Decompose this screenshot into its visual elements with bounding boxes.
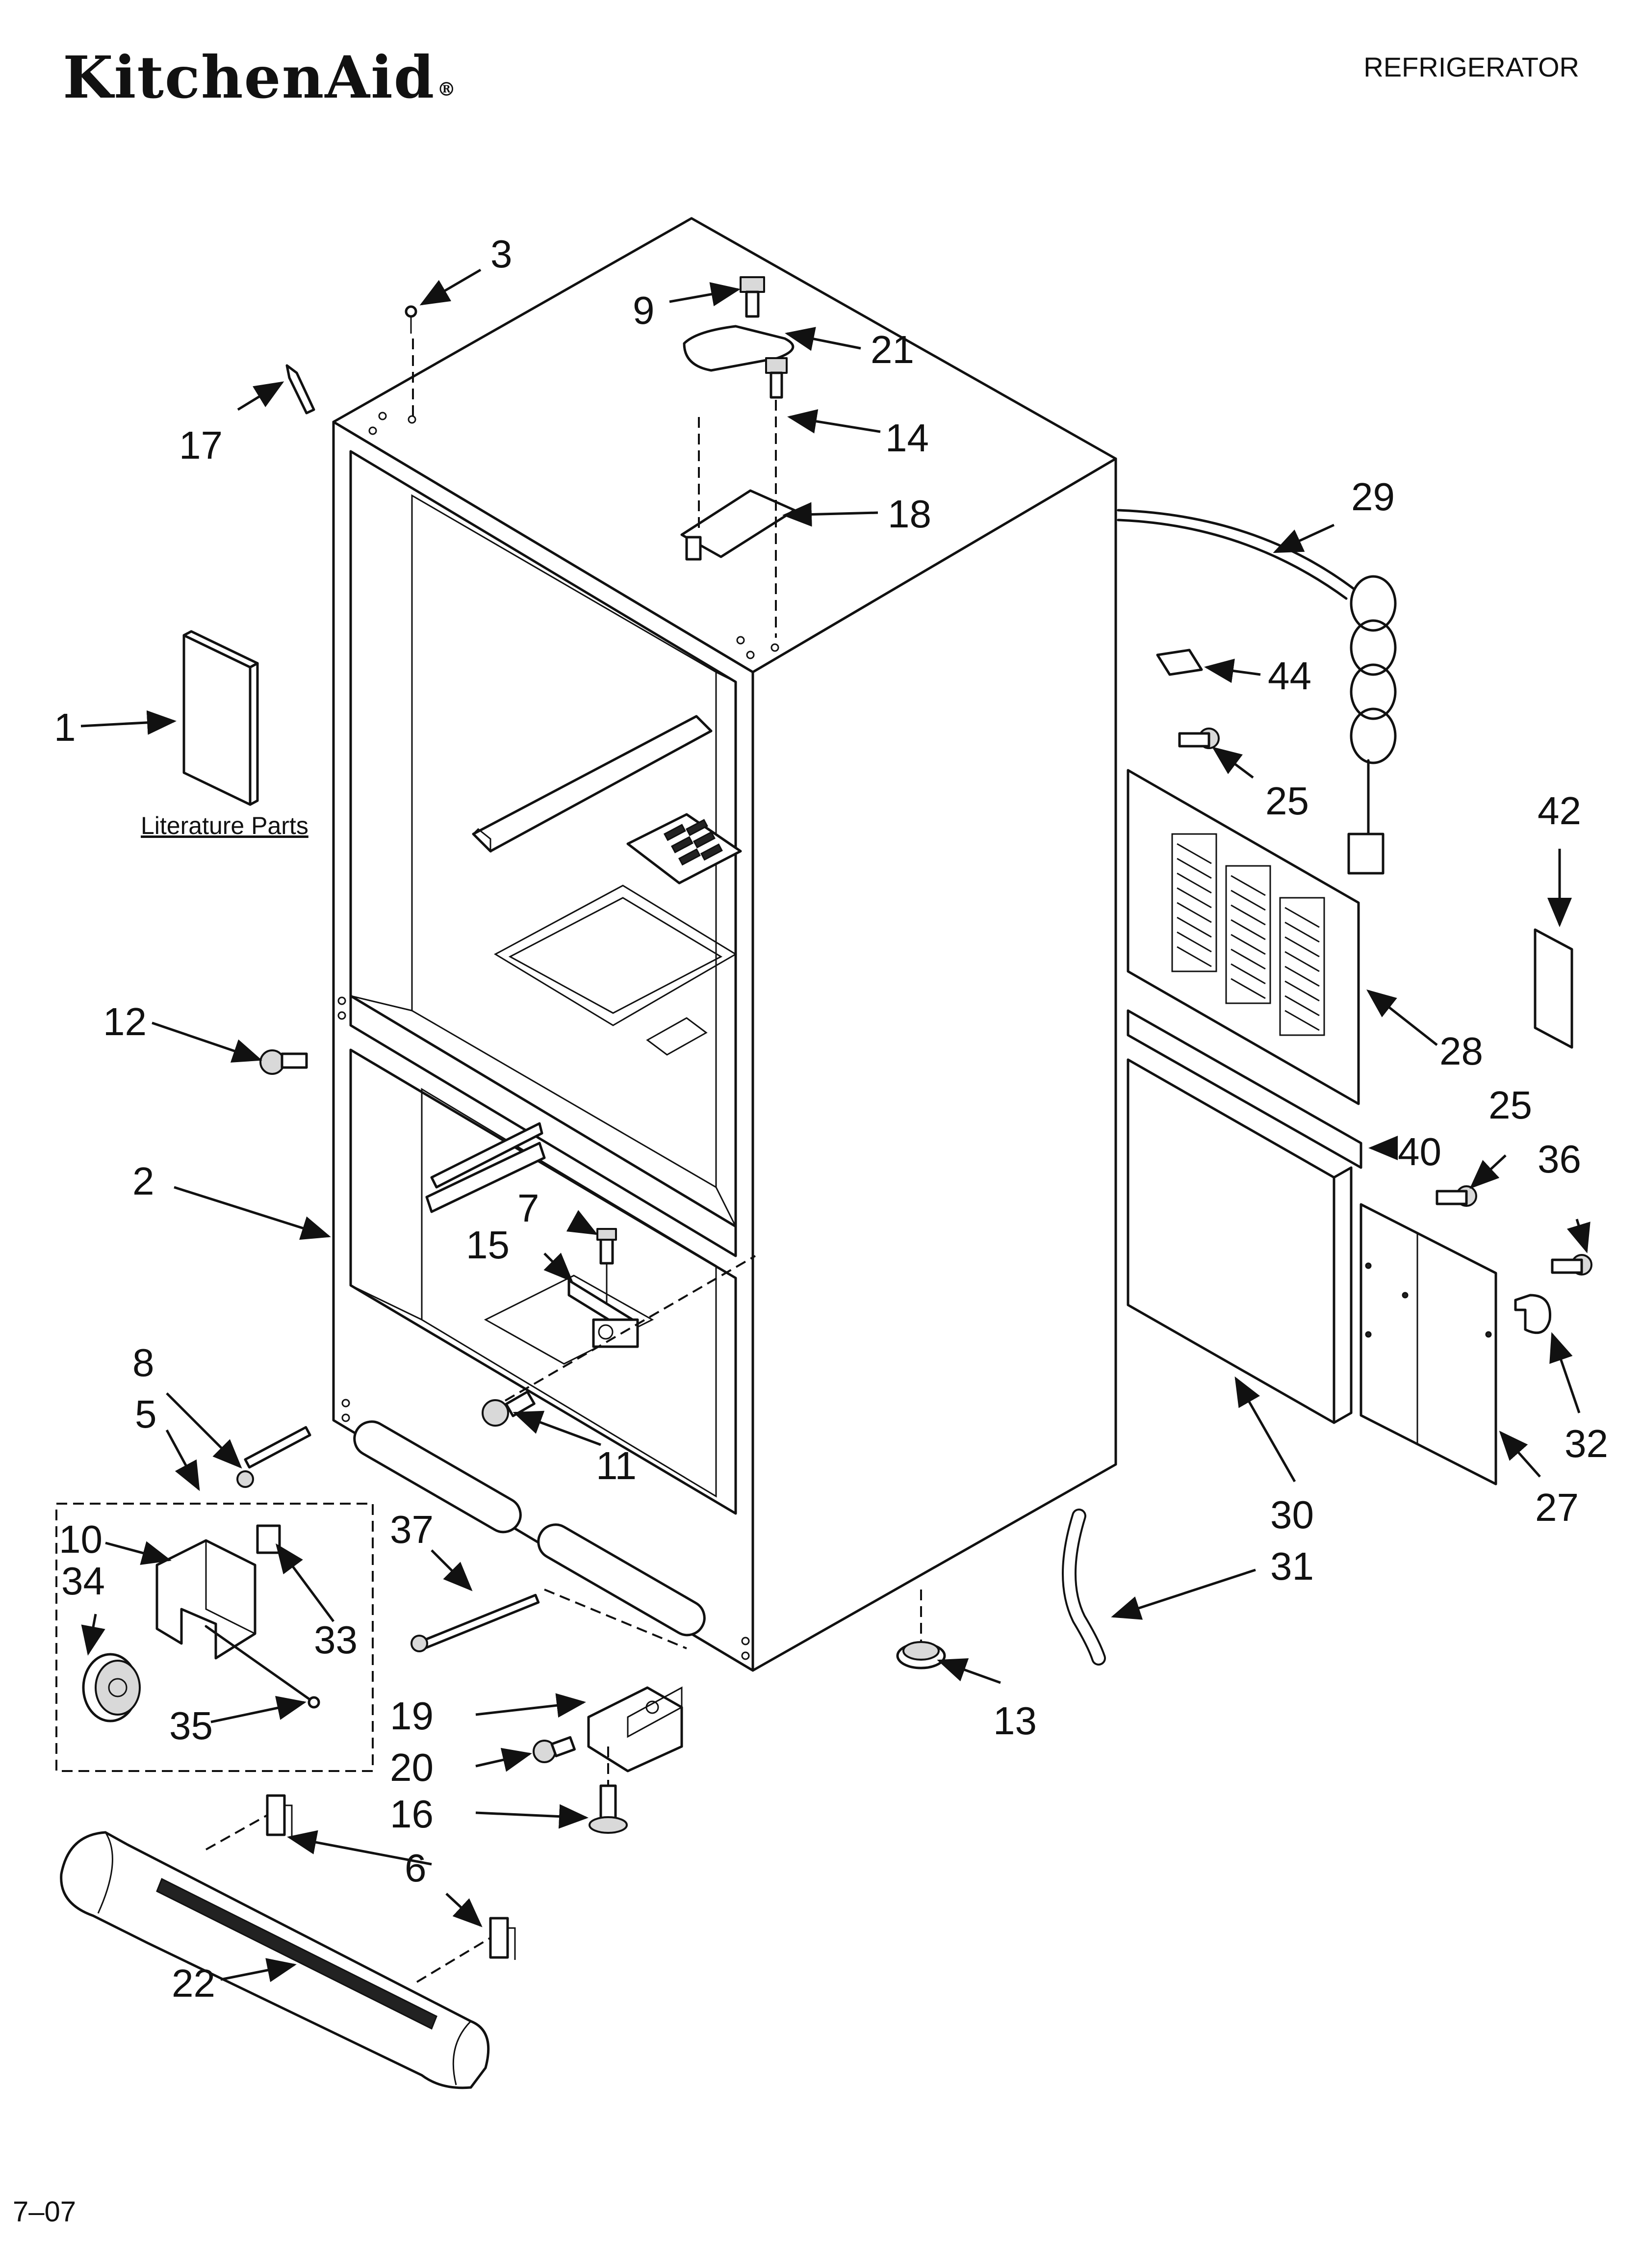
callout-25a: 25 [1265, 779, 1309, 823]
callout-36: 36 [1538, 1137, 1581, 1181]
screw-12 [259, 1049, 308, 1075]
leveling-leg-16 [589, 1747, 628, 1834]
callout-28: 28 [1439, 1029, 1483, 1073]
brand-logo: KitchenAid® [63, 43, 457, 111]
callout-19: 19 [390, 1694, 434, 1738]
label-44 [1156, 649, 1203, 676]
callout-11: 11 [596, 1444, 637, 1487]
date-code: 7–07 [13, 2196, 77, 2228]
callout-1: 1 [54, 705, 76, 749]
bolt-37 [410, 1593, 540, 1652]
callout-labels: 1 2 3 5 6 7 8 9 10 11 12 13 14 15 16 17 … [54, 232, 1608, 2005]
callout-2: 2 [132, 1159, 154, 1203]
screw-11 [482, 1390, 536, 1427]
screw-25b [1436, 1185, 1477, 1207]
callout-40: 40 [1398, 1130, 1441, 1173]
callout-15: 15 [466, 1223, 510, 1267]
literature-parts-booklet [182, 630, 259, 806]
callout-6: 6 [405, 1846, 427, 1890]
callout-18: 18 [888, 492, 931, 536]
power-cord-29 [1117, 509, 1397, 875]
literature-parts-caption: Literature Parts [141, 812, 308, 839]
callout-32: 32 [1565, 1422, 1608, 1465]
callout-29: 29 [1351, 475, 1395, 519]
callout-16: 16 [390, 1792, 434, 1836]
refrigerator-cabinet [332, 217, 1117, 1672]
section-title: REFRIGERATOR [1363, 52, 1579, 82]
leveling-bracket-19 [587, 1686, 683, 1773]
bracket-15 [567, 1279, 639, 1348]
screw-9 [740, 276, 765, 318]
callout-13: 13 [993, 1699, 1037, 1743]
bolt-8 [236, 1426, 311, 1488]
callout-10: 10 [59, 1517, 103, 1561]
callout-25b: 25 [1488, 1083, 1532, 1127]
rear-access-cover-28 [1127, 769, 1360, 1105]
callout-30: 30 [1270, 1493, 1314, 1537]
callout-12: 12 [103, 1000, 147, 1043]
callout-37: 37 [390, 1508, 434, 1551]
grille-clip-6b [489, 1917, 516, 1960]
callout-27: 27 [1535, 1486, 1579, 1529]
callout-34: 34 [61, 1559, 105, 1603]
screw-14 [765, 357, 788, 399]
callout-20: 20 [390, 1746, 434, 1789]
leader-arrows [80, 268, 1591, 1982]
bracket-42 [1534, 928, 1573, 1049]
callout-8: 8 [132, 1341, 154, 1384]
callout-14: 14 [885, 416, 929, 460]
roller-wheel-34 [82, 1653, 141, 1722]
screw-20 [533, 1736, 576, 1763]
callout-44: 44 [1268, 654, 1311, 698]
rear-panel-27 [1360, 1203, 1497, 1486]
insulation-panel-30 [1127, 1058, 1353, 1424]
callout-3: 3 [490, 232, 513, 276]
brand-name: KitchenAid [63, 43, 436, 111]
screw-36 [1551, 1254, 1592, 1276]
cable-clamp-32 [1514, 1294, 1551, 1334]
foot-pad-13 [896, 1590, 946, 1669]
screw-25a [1178, 728, 1220, 749]
callout-35: 35 [169, 1704, 213, 1747]
callout-22: 22 [172, 1961, 215, 2005]
callout-21: 21 [871, 328, 914, 371]
callout-31: 31 [1270, 1544, 1314, 1588]
screw-3 [405, 305, 417, 334]
callout-7: 7 [517, 1186, 539, 1230]
seal-strip-40 [1127, 1009, 1362, 1169]
clip-33 [256, 1524, 281, 1554]
callout-9: 9 [633, 288, 655, 332]
roller-assembly-group [55, 1503, 374, 1772]
callout-33: 33 [314, 1618, 358, 1662]
callout-17: 17 [179, 423, 223, 467]
grille-clip-6a [266, 1794, 293, 1837]
axle-35 [205, 1625, 315, 1704]
callout-42: 42 [1538, 789, 1581, 833]
callout-5: 5 [135, 1392, 157, 1436]
tape-strip-17 [285, 364, 315, 415]
roller-bracket-10 [155, 1539, 257, 1660]
